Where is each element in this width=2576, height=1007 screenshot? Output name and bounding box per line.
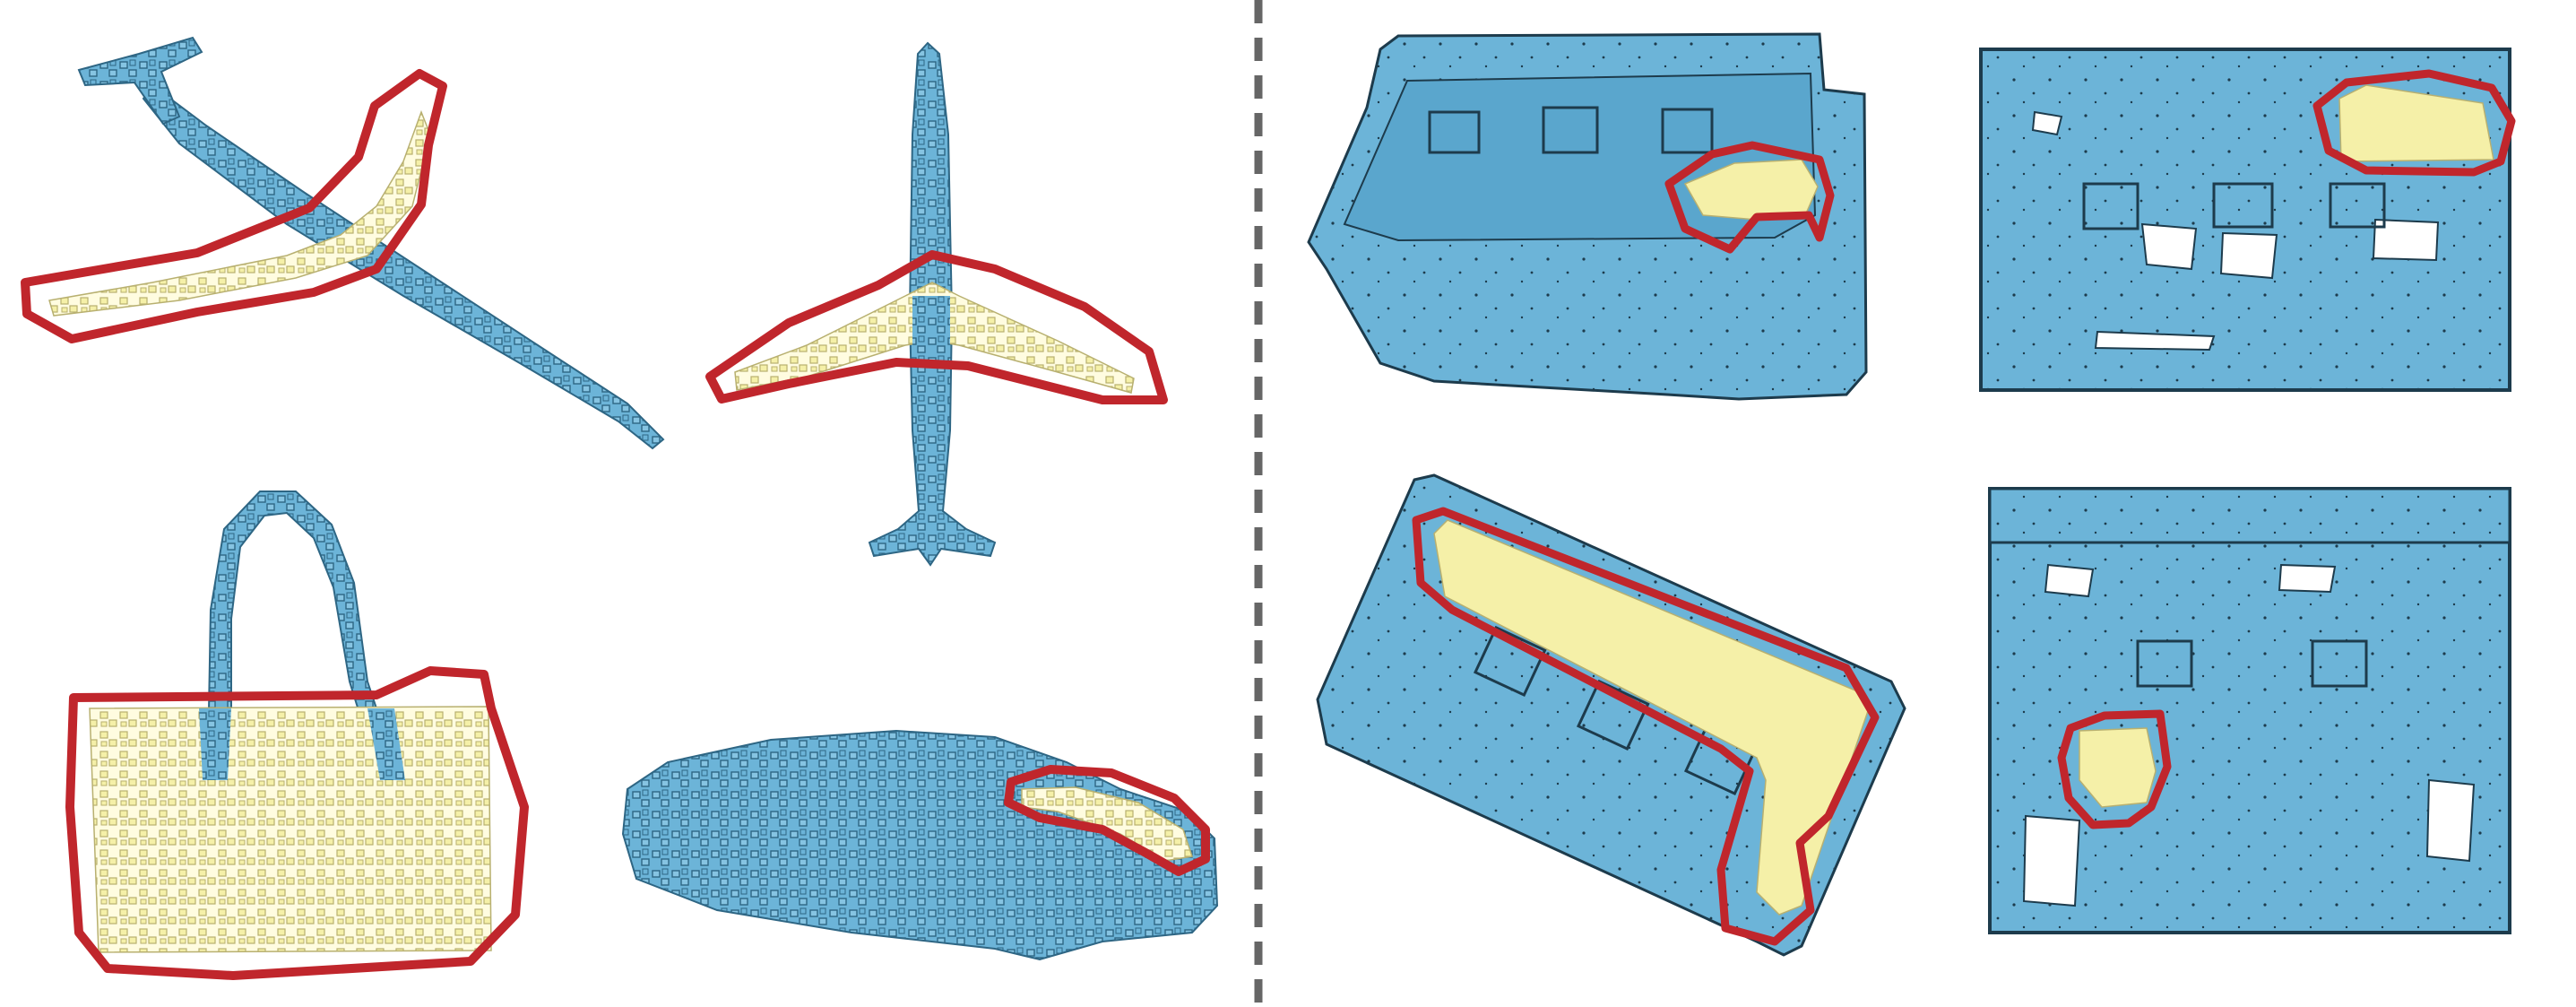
room-oblique-1-desk-1 bbox=[1428, 110, 1481, 154]
airplane-top-outline bbox=[705, 250, 1168, 404]
handbag-outline bbox=[65, 666, 529, 980]
room-top-2 bbox=[1988, 487, 2511, 934]
handbag bbox=[65, 490, 529, 980]
room-top-1-highlight bbox=[2338, 84, 2494, 162]
room-top-2-outline bbox=[2057, 709, 2172, 829]
handbag-body-highlight bbox=[89, 706, 492, 953]
right-panel bbox=[1307, 32, 2516, 957]
airplane-tail bbox=[77, 36, 203, 126]
room-oblique-2-desk-1 bbox=[1473, 625, 1547, 698]
car bbox=[621, 729, 1219, 961]
room-top-2-highlight bbox=[2079, 727, 2157, 808]
car-window-highlight bbox=[1021, 786, 1193, 862]
airplane-side-outline bbox=[21, 69, 447, 343]
room-oblique-1 bbox=[1307, 32, 1868, 401]
room-oblique-1-outline bbox=[1664, 141, 1835, 254]
handbag-strap-right bbox=[367, 708, 405, 780]
room-oblique-2-highlight bbox=[1433, 519, 1870, 916]
room-top-1-desk-1 bbox=[2082, 182, 2139, 230]
room-oblique-2 bbox=[1316, 473, 1906, 957]
handbag-strap-left bbox=[199, 708, 231, 780]
room-top-2-wall-top bbox=[1988, 487, 2511, 544]
airplane-fuselage bbox=[142, 83, 665, 450]
room-top-1 bbox=[1979, 48, 2516, 392]
room-oblique-1-desk-3 bbox=[1661, 108, 1714, 154]
left-panel bbox=[21, 36, 1219, 980]
room-top-1-desk-3 bbox=[2329, 182, 2386, 229]
car-window-outline bbox=[1004, 765, 1210, 876]
room-oblique-2-outline bbox=[1412, 507, 1880, 946]
airplane-side-view bbox=[21, 36, 665, 450]
room-top-2-desk-2 bbox=[2311, 639, 2368, 688]
airplane-top-view bbox=[705, 41, 1168, 567]
airplane-wing-highlight bbox=[48, 109, 431, 317]
room-top-2-desk-1 bbox=[2136, 639, 2193, 688]
room-top-1-outline bbox=[2312, 69, 2516, 177]
airplane-top-wing-band bbox=[912, 296, 950, 354]
room-top-2-gaps bbox=[2022, 563, 2476, 907]
room-oblique-2-desk-2 bbox=[1576, 679, 1650, 751]
room-top-1-desk-2 bbox=[2212, 182, 2274, 229]
room-oblique-1-desk-2 bbox=[1542, 106, 1599, 154]
room-top-1-gaps bbox=[2031, 110, 2440, 352]
room-oblique-1-highlight bbox=[1683, 159, 1819, 221]
